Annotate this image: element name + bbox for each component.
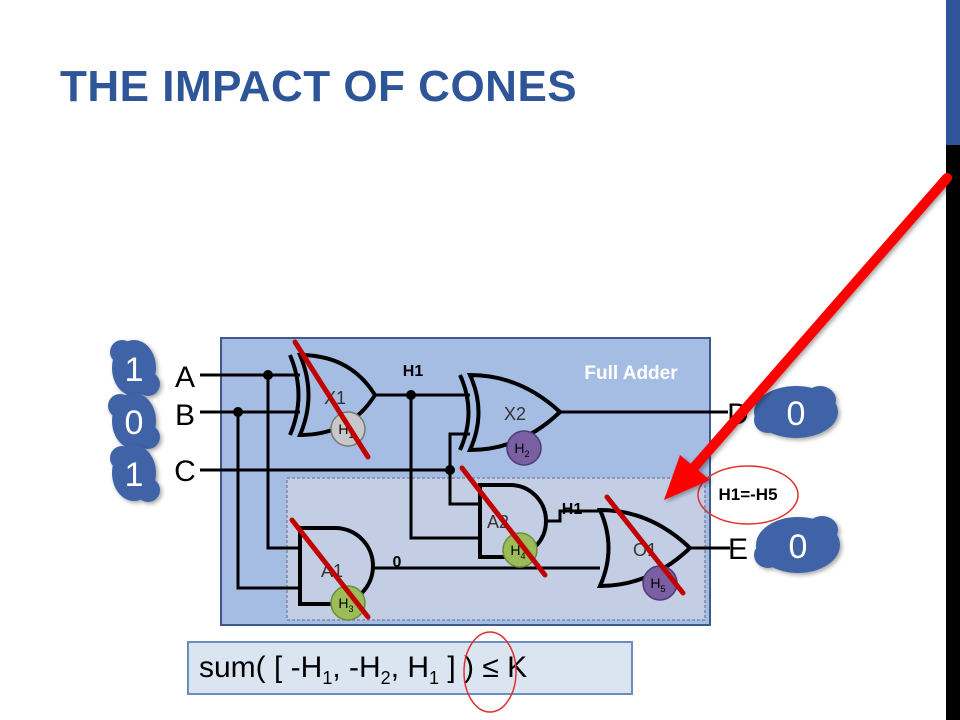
cloud-input-c: 1	[110, 445, 160, 502]
junction-h1	[406, 390, 416, 400]
gate-x1-back-arc	[288, 354, 301, 436]
cloud-output-d: 0	[754, 386, 838, 438]
badge-a2: H4	[502, 532, 538, 568]
cone-cross-marks	[289, 339, 686, 620]
wires	[200, 373, 730, 590]
wire-a2-out	[545, 509, 620, 523]
cross-o1	[604, 494, 686, 596]
formula-suffix: ] ) ≤ K	[439, 651, 528, 684]
junction-b	[233, 407, 243, 417]
input-b-label: B	[175, 399, 195, 432]
slide-side-accent	[946, 0, 960, 145]
junction-c	[445, 465, 455, 475]
input-c-label: C	[174, 455, 196, 488]
svg-text:1: 1	[125, 456, 144, 494]
wire-label-a2-out: H1	[562, 501, 583, 518]
svg-text:0: 0	[787, 395, 806, 433]
formula-mid-2: , H	[390, 651, 430, 684]
gate-a2-label: A2	[487, 512, 509, 532]
pointer-arrow	[664, 173, 952, 500]
wire-label-x1-out: H1	[403, 363, 424, 380]
svg-text:H5: H5	[650, 575, 665, 594]
gate-x2-back-arc	[458, 374, 471, 451]
badge-a1: H3	[330, 585, 366, 621]
cloud-input-a: 1	[110, 340, 160, 396]
cross-x1	[292, 339, 371, 460]
formula-sub-2: 2	[380, 668, 391, 688]
cross-a2	[459, 465, 548, 578]
wire-label-a1-out: 0	[393, 554, 402, 571]
formula-mid-1: , -H	[332, 651, 381, 684]
svg-text:H3: H3	[338, 595, 353, 614]
formula-sub-1: 1	[322, 668, 333, 688]
equation-highlight-ring	[697, 465, 799, 525]
wire-h1-to-a2	[409, 395, 480, 540]
svg-text:H4: H4	[510, 542, 525, 561]
cloud-output-e: 0	[754, 516, 840, 573]
equation-label: H1=-H5	[718, 485, 777, 504]
badge-x2: H2	[506, 430, 542, 466]
formula-sub-3: 1	[429, 668, 440, 688]
gate-x2-label: X2	[504, 404, 526, 424]
svg-text:H2: H2	[514, 440, 529, 459]
formula-prefix: sum( [ -H	[199, 651, 323, 684]
output-e-label: E	[728, 533, 748, 566]
cloud-input-b: 0	[108, 393, 160, 449]
junction-a	[263, 370, 273, 380]
wire-c-to-x2	[448, 432, 470, 470]
svg-text:0: 0	[125, 404, 144, 442]
wire-c	[200, 468, 480, 506]
slide-title: THE IMPACT OF CONES	[60, 62, 578, 111]
full-adder-label: Full Adder	[584, 363, 678, 384]
cross-a1	[289, 517, 371, 620]
constraint-formula: sum( [ -H1, -H2, H1 ] ) ≤ K	[187, 641, 633, 695]
svg-text:H1: H1	[338, 421, 353, 440]
svg-text:0: 0	[789, 528, 808, 566]
svg-text:1: 1	[125, 351, 144, 389]
input-a-label: A	[175, 361, 195, 394]
wire-b-to-a1	[236, 412, 300, 590]
wire-a-to-a1	[266, 375, 300, 550]
